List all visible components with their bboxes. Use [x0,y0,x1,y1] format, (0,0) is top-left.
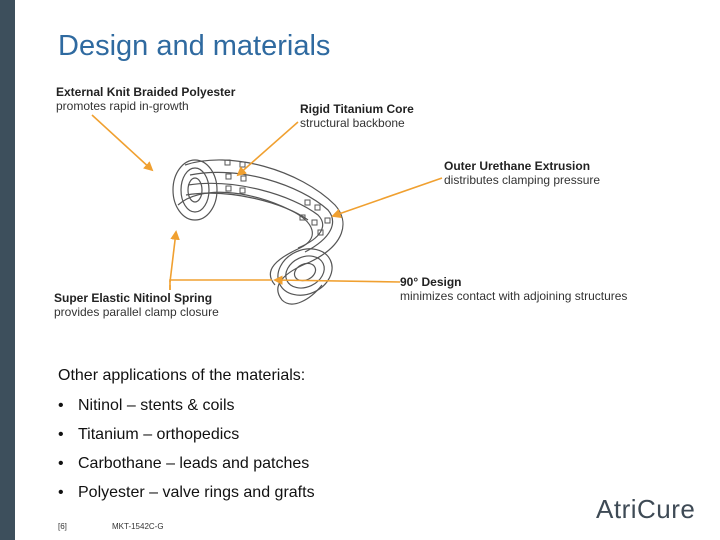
arrow-titanium [236,121,299,177]
label-knit-polyester: External Knit Braided Polyester promotes… [56,85,235,113]
label-titanium-core: Rigid Titanium Core structural backbone [300,102,414,130]
page-number: [6] [58,522,67,531]
document-code: MKT-1542C-G [112,522,164,531]
bullet-text: Carbothane – leads and patches [78,455,310,472]
label-nitinol-title: Super Elastic Nitinol Spring [54,291,213,305]
label-design90-title: 90° Design [400,275,462,289]
label-design90-desc: minimizes contact with adjoining structu… [400,289,628,303]
arrow-urethane [331,177,443,219]
list-item: •Titanium – orthopedics [58,426,240,443]
label-knit-desc: promotes rapid in-growth [56,99,189,113]
label-urethane-title: Outer Urethane Extrusion [444,159,591,173]
label-nitinol-desc: provides parallel clamp closure [54,305,219,319]
list-item: •Nitinol – stents & coils [58,397,235,414]
leader-arrows [91,114,443,290]
bullet-text: Polyester – valve rings and grafts [78,484,315,501]
atricure-logo: AtriCure [596,494,696,524]
left-sidebar-bar [0,0,15,540]
bullet-text: Titanium – orthopedics [78,426,240,443]
bullet-text: Nitinol – stents & coils [78,397,235,414]
arrow-nitinol-up [169,230,180,283]
applications-list: •Nitinol – stents & coils •Titanium – or… [58,396,315,512]
slide-title: Design and materials [58,30,331,62]
list-item: •Polyester – valve rings and grafts [58,484,315,501]
label-urethane-extrusion: Outer Urethane Extrusion distributes cla… [444,159,600,187]
arrow-knit [91,114,154,172]
label-nitinol-spring: Super Elastic Nitinol Spring provides pa… [54,291,219,319]
list-item: •Carbothane – leads and patches [58,455,310,472]
arrow-design90 [273,275,401,285]
clamp-body [172,159,344,305]
label-titanium-title: Rigid Titanium Core [300,102,414,116]
label-titanium-desc: structural backbone [300,116,405,130]
strand-markers [224,159,331,236]
other-applications-heading: Other applications of the materials: [58,367,306,384]
arrow-nitinol [169,279,272,290]
label-knit-title: External Knit Braided Polyester [56,85,236,99]
label-urethane-desc: distributes clamping pressure [444,173,601,187]
label-90-design: 90° Design minimizes contact with adjoin… [400,275,627,303]
